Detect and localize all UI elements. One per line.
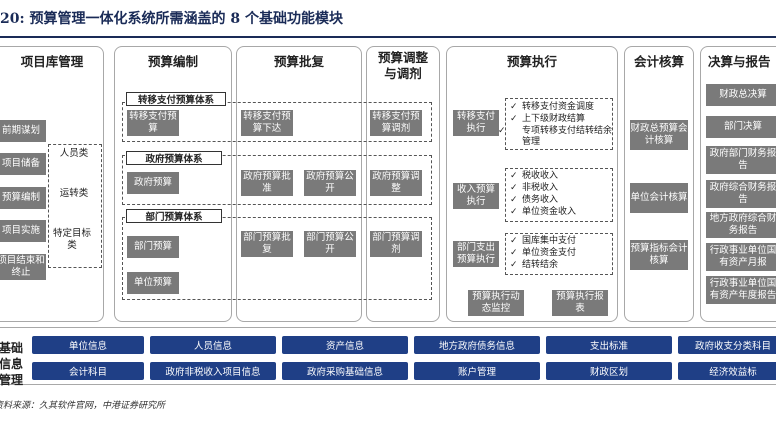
expense-exec-item: ✓国库集中支付 — [510, 236, 577, 246]
project-category-frame — [48, 144, 102, 268]
transfer-approval-box: 转移支付预算下达 — [241, 110, 293, 136]
check-icon: ✓ — [498, 126, 506, 136]
accounting-item: 财政总预算会计核算 — [630, 120, 688, 150]
transfer-system-band — [122, 102, 432, 142]
category-label: 运转类 — [59, 188, 89, 199]
basic-info-item: 财政区划 — [546, 362, 672, 380]
header-budget-exec: 预算执行 — [506, 54, 557, 69]
transfer-exec-list — [505, 98, 613, 150]
expense-exec-item: ✓单位资金支付 — [510, 248, 577, 258]
transfer-adjust-box: 转移支付预算调剂 — [370, 110, 422, 136]
unit-prep-box: 单位预算 — [127, 272, 179, 294]
exec-report-box: 预算执行报表 — [552, 290, 608, 316]
header-budget-approval: 预算批复 — [273, 54, 324, 69]
government-system-band — [122, 155, 432, 205]
check-icon: ✓ — [510, 260, 518, 270]
basic-info-item: 政府采购基础信息 — [282, 362, 408, 380]
basic-info-item: 政府收支分类科目 — [678, 336, 776, 354]
government-system-title: 政府预算体系 — [126, 151, 222, 165]
header-budget-prep: 预算编制 — [147, 54, 198, 69]
report-item: 行政事业单位国有资产年度报告 — [706, 276, 776, 304]
project-item: 前期谋划 — [0, 120, 46, 142]
header-budget-adjust: 预算调整与调剂 — [377, 50, 428, 81]
report-item: 政府综合财务报告 — [706, 180, 776, 208]
department-system-title: 部门预算体系 — [126, 209, 222, 223]
gov-prep-box: 政府预算 — [127, 172, 179, 194]
header-project-library: 项目库管理 — [20, 54, 84, 69]
basic-info-item: 资产信息 — [282, 336, 408, 354]
check-icon: ✓ — [510, 102, 518, 112]
check-icon: ✓ — [510, 207, 518, 217]
gov-adjust-box: 政府预算调整 — [370, 170, 422, 196]
transfer-prep-box: 转移支付预算 — [127, 110, 179, 136]
department-system-band — [122, 217, 432, 300]
check-icon: ✓ — [510, 195, 518, 205]
basic-info-item: 政府非税收入项目信息 — [150, 362, 276, 380]
basic-info-item: 地方政府债务信息 — [414, 336, 540, 354]
check-icon: ✓ — [510, 236, 518, 246]
income-exec-item: ✓债务收入 — [510, 195, 559, 205]
basic-info-item: 支出标准 — [546, 336, 672, 354]
dept-adjust-box: 部门预算调剂 — [370, 231, 422, 257]
check-icon: ✓ — [510, 248, 518, 258]
basic-info-item: 账户管理 — [414, 362, 540, 380]
report-item: 政府部门财务报告 — [706, 146, 776, 174]
basic-info-label: 基础信息管理 — [0, 341, 23, 387]
expense-exec-list — [505, 233, 613, 275]
income-exec-list — [505, 168, 613, 222]
expense-exec-box: 部门支出预算执行 — [453, 241, 499, 267]
accounting-item: 预算指标会计核算 — [630, 240, 688, 270]
project-item: 项目储备 — [0, 153, 46, 175]
dept-publish-box: 部门预算公开 — [304, 231, 356, 257]
header-final-report: 决算与报告 — [708, 54, 771, 69]
page-title: 20: 预算管理一体化系统所需涵盖的 8 个基础功能模块 — [0, 11, 344, 27]
income-exec-item: ✓税收收入 — [510, 171, 559, 181]
basic-info-item: 会计科目 — [32, 362, 144, 380]
basic-info-item: 人员信息 — [150, 336, 276, 354]
gov-approval-box: 政府预算批准 — [241, 170, 293, 196]
category-label: 人员类 — [59, 148, 89, 159]
report-item: 部门决算 — [706, 116, 776, 138]
exec-monitor-box: 预算执行动态监控 — [468, 290, 524, 316]
transfer-exec-item: ✓上下级财政结算 — [510, 114, 586, 124]
check-icon: ✓ — [510, 171, 518, 181]
basic-info-item: 经济效益标 — [678, 362, 776, 380]
transfer-exec-box: 转移支付执行 — [453, 110, 499, 136]
category-label: 特定目标类 — [52, 228, 91, 251]
income-exec-box: 收入预算执行 — [453, 183, 499, 209]
accounting-item: 单位会计核算 — [630, 183, 688, 213]
title-underline — [0, 36, 776, 38]
dept-approval-box: 部门预算批复 — [241, 231, 293, 257]
project-item: 项目结束和终止 — [0, 254, 46, 280]
project-item: 预算编制 — [0, 187, 46, 209]
report-item: 地方政府综合财务报告 — [706, 212, 776, 238]
expense-exec-item: ✓结转结余 — [510, 260, 559, 270]
source-note: 资料来源：久其软件官网，中港证券研究所 — [0, 401, 166, 411]
income-exec-item: ✓单位资金收入 — [510, 207, 577, 217]
check-icon: ✓ — [510, 183, 518, 193]
check-icon: ✓ — [510, 114, 518, 124]
report-item: 财政总决算 — [706, 84, 776, 106]
project-item: 项目实施 — [0, 220, 46, 242]
report-item: 行政事业单位国有资产月报 — [706, 243, 776, 271]
transfer-exec-item: ✓专项转移支付结转结余管理 — [498, 126, 613, 147]
gov-publish-box: 政府预算公开 — [304, 170, 356, 196]
transfer-system-title: 转移支付预算体系 — [126, 92, 226, 106]
header-accounting: 会计核算 — [633, 54, 684, 69]
income-exec-item: ✓非税收入 — [510, 183, 559, 193]
basic-info-item: 单位信息 — [32, 336, 144, 354]
dept-prep-box: 部门预算 — [127, 236, 179, 258]
transfer-exec-item: ✓转移支付资金调度 — [510, 102, 595, 112]
